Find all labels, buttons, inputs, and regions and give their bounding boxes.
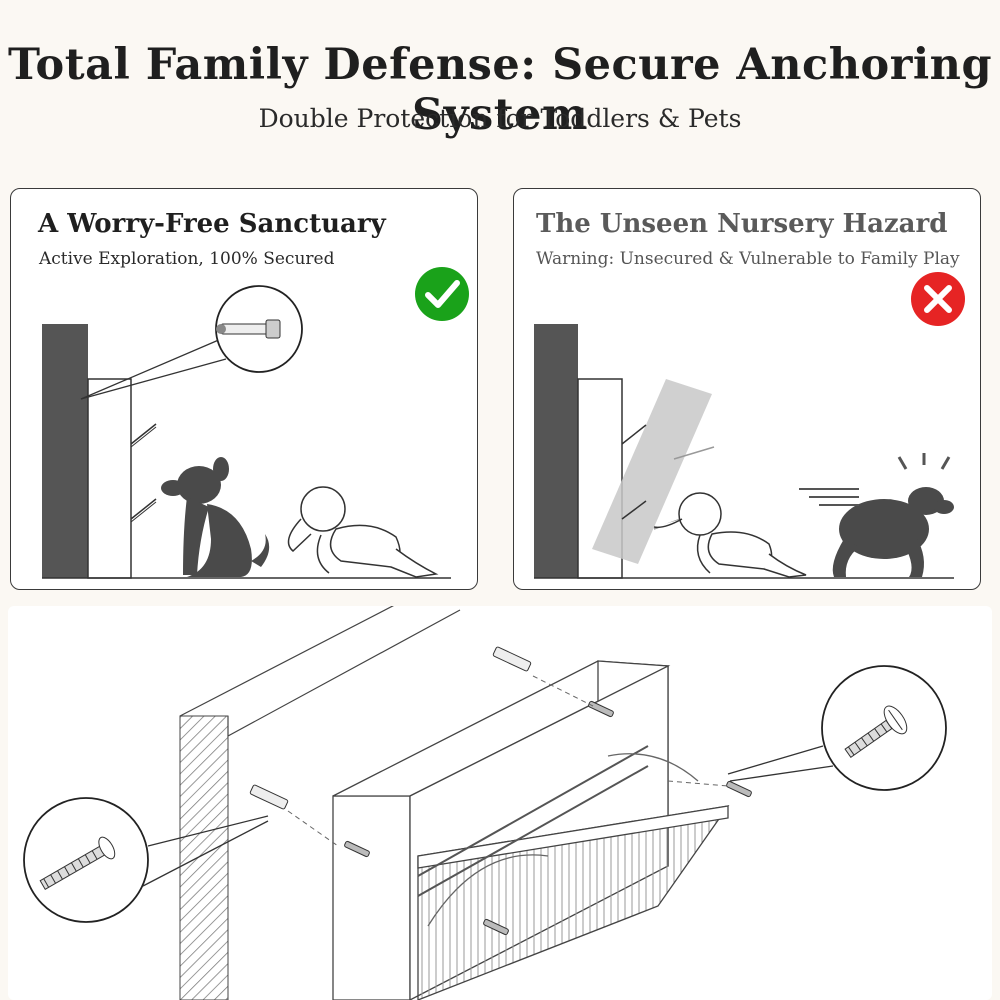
wall-section: [179, 606, 461, 1000]
panel-caption: Active Exploration, 100% Secured: [39, 249, 335, 269]
anchor-installation-illustration: [23, 606, 947, 1000]
baby-icon: [653, 492, 807, 578]
wall-block: [534, 324, 578, 578]
cabinet-icon: [332, 660, 730, 1000]
wall-anchor-icon: [215, 285, 303, 373]
wall-block: [42, 324, 88, 578]
panel-heading: The Unseen Nursery Hazard: [536, 209, 948, 239]
page-title: Total Family Defense: Secure Anchoring S…: [7, 40, 993, 140]
check-icon: [415, 267, 469, 321]
hazard-panel: The Unseen Nursery Hazard Warning: Unsec…: [513, 188, 981, 590]
hazard-illustration: [534, 272, 965, 579]
guide-lines: [287, 675, 729, 847]
dog-icon: [832, 487, 954, 577]
dog-icon: [161, 457, 270, 577]
x-icon: [911, 272, 965, 326]
baby-icon: [287, 486, 439, 578]
panel-caption: Warning: Unsecured & Vulnerable to Famil…: [536, 249, 960, 269]
screw-detail-left: [23, 797, 269, 923]
installation-diagram: [8, 606, 992, 1000]
panel-heading: A Worry-Free Sanctuary: [38, 209, 386, 239]
screw-detail-right: [727, 665, 947, 791]
page-subtitle: Double Protection for Toddlers & Pets: [258, 104, 742, 133]
cabinet-icon: [87, 378, 132, 579]
screw-icon: [344, 700, 752, 936]
secured-panel: A Worry-Free Sanctuary Active Exploratio…: [10, 188, 478, 590]
secured-illustration: [42, 267, 469, 579]
wall-anchor-icon: [249, 646, 532, 810]
falling-cabinet: [592, 379, 712, 564]
